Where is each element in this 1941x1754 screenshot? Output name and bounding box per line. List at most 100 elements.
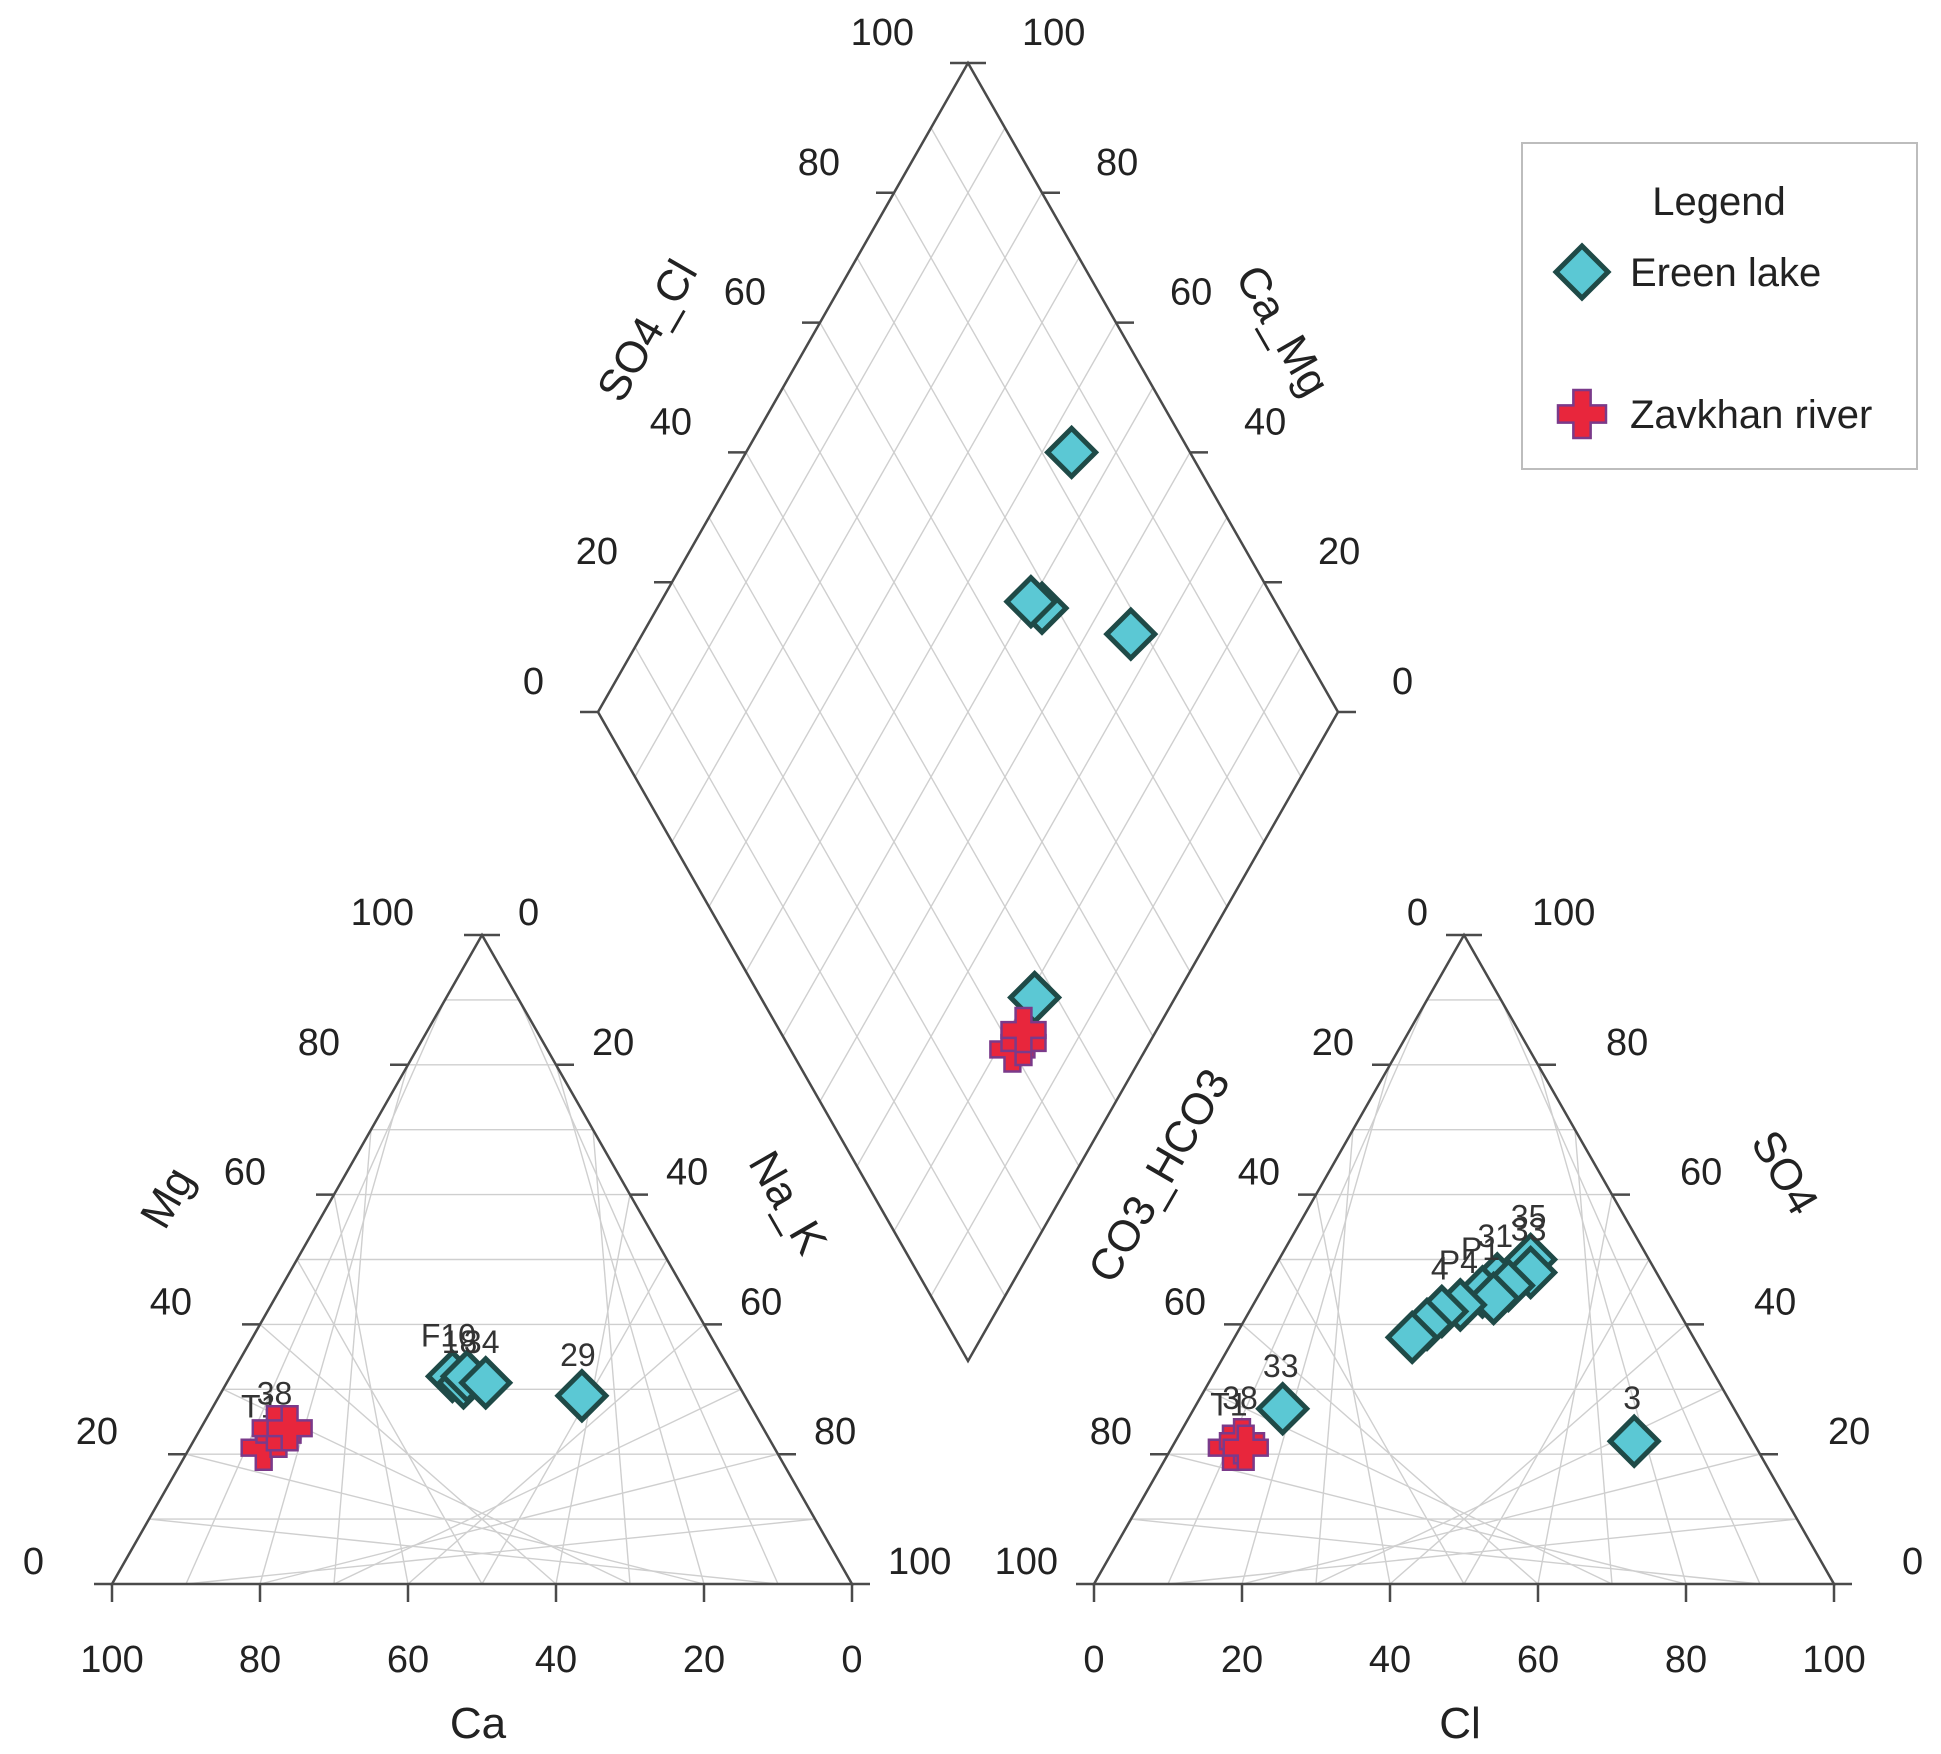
lake-anion-point-label: 4: [1431, 1250, 1449, 1286]
diamond-grid-camg: [930, 646, 1302, 1297]
anion-tick-label-co3: 100: [995, 1541, 1058, 1583]
diamond-tick-label-camg: 80: [1096, 142, 1138, 184]
lake-anion-point: [1255, 1381, 1311, 1437]
axis-title-so4: SO4: [1741, 1122, 1827, 1223]
diamond-tick-label-so4cl: 100: [851, 12, 914, 54]
lake-cation-point: [554, 1368, 610, 1424]
lake-diamond-point: [1003, 574, 1059, 630]
legend-title: Legend: [1652, 180, 1785, 224]
lake-cation-point: [458, 1355, 514, 1411]
diamond-tick-label-so4cl: 0: [523, 661, 544, 703]
lake-anion-point: [1606, 1413, 1662, 1469]
tick-layer: 1000080202060404040606020808001001000002…: [23, 12, 1923, 1681]
anion-grid-l: [1463, 1259, 1650, 1585]
anion-tick-label-so4: 20: [1828, 1411, 1870, 1453]
cation-tick-label-nak: 80: [814, 1411, 856, 1453]
lake-anion-point-label: 31: [1478, 1218, 1514, 1254]
cation-tick-label-mg: 60: [224, 1152, 266, 1194]
anion-grid-l: [1537, 1194, 1613, 1585]
cation-grid-l: [592, 1129, 631, 1585]
lake-anion-point-label: 3: [1623, 1380, 1641, 1416]
axis-title-ca: Ca: [450, 1699, 507, 1748]
cation-tick-label-nak: 100: [888, 1541, 951, 1583]
anion-grid-l: [1574, 1129, 1613, 1585]
lake-cation-point-label: 34: [464, 1324, 500, 1360]
grid-layer: [148, 127, 1798, 1585]
legend-river-label: Zavkhan river: [1630, 393, 1872, 437]
cation-frame: [109, 932, 855, 1586]
lake-diamond-point: [1103, 606, 1159, 662]
cation-tick-label-nak: 0: [518, 892, 539, 934]
river-anion-point-label: T1: [1210, 1387, 1247, 1423]
river-diamond-point-shape: [1000, 1006, 1047, 1054]
axis-title-cl: Cl: [1439, 1699, 1481, 1748]
cation-grid-l: [481, 1259, 668, 1585]
axis-titles: Mg Na_K Ca CO3_HCO3 SO4 Cl SO4_Cl Ca_Mg: [131, 252, 1828, 1748]
diamond-tick-label-so4cl: 20: [576, 531, 618, 573]
diamond-grid-camg: [893, 581, 1265, 1232]
axis-title-mg: Mg: [131, 1159, 204, 1236]
cation-tick-label-mg: 40: [150, 1281, 192, 1323]
anion-tick-label-so4: 100: [1532, 892, 1595, 934]
anion-tick-label-co3: 80: [1090, 1411, 1132, 1453]
anion-tick-label-cl: 60: [1517, 1639, 1559, 1681]
diamond-grid-camg: [782, 387, 1154, 1037]
lake-anion-point-label: P4: [1439, 1244, 1478, 1280]
river-anion-point-shape: [1222, 1424, 1269, 1471]
cation-tick-label-ca: 0: [841, 1639, 862, 1681]
river-cation-point: [266, 1404, 313, 1452]
river-cation-point-shape: [266, 1404, 313, 1452]
cation-grid-r: [148, 1518, 779, 1585]
anion-tick-label-cl: 0: [1083, 1639, 1104, 1681]
cation-tick-label-ca: 20: [683, 1639, 725, 1681]
cation-tick-label-ca: 40: [535, 1639, 577, 1681]
anion-tick-label-co3: 40: [1238, 1152, 1280, 1194]
diamond-tick-label-camg: 0: [1392, 661, 1413, 703]
lake-cation-point-label: F10: [421, 1317, 476, 1353]
cation-tick-label-mg: 100: [351, 892, 414, 934]
axis-title-co3-hco3: CO3_HCO3: [1079, 1061, 1240, 1291]
cation-tick-label-nak: 20: [592, 1022, 634, 1064]
axis-title-so4-cl: SO4_Cl: [588, 252, 707, 410]
axis-title-ca-mg: Ca_Mg: [1226, 257, 1339, 404]
cation-grid-r: [296, 1259, 483, 1585]
diamond-grid-so4cl: [819, 322, 1191, 972]
river-anion-point: [1222, 1424, 1269, 1471]
anion-tick-label-cl: 40: [1369, 1639, 1411, 1681]
anion-tick-label-so4: 40: [1754, 1281, 1796, 1323]
diamond-tick-label-so4cl: 60: [724, 272, 766, 314]
anion-grid-r: [1167, 1453, 1687, 1585]
legend: Legend Ereen lake Zavkhan river: [1521, 142, 1918, 470]
river-diamond-point: [1000, 1006, 1047, 1054]
cation-grid-l: [555, 1064, 705, 1585]
anion-tick-label-co3: 0: [1407, 892, 1428, 934]
diamond-tick-label-so4cl: 80: [798, 142, 840, 184]
anion-tick-label-cl: 100: [1802, 1639, 1865, 1681]
frame-layer: [109, 60, 1837, 1586]
diamond-tick-label-camg: 20: [1318, 531, 1360, 573]
anion-frame: [1091, 932, 1837, 1586]
lake-anion-point-label: 33: [1263, 1348, 1299, 1384]
axis-title-na-k: Na_K: [739, 1143, 836, 1263]
cation-tick-label-ca: 100: [80, 1639, 143, 1681]
anion-grid-r: [1278, 1259, 1465, 1585]
diamond-grid-camg: [819, 452, 1191, 1102]
cation-tick-label-mg: 20: [76, 1411, 118, 1453]
cation-tick-label-ca: 80: [239, 1639, 281, 1681]
anion-grid-l: [1537, 1064, 1687, 1585]
anion-tick-label-so4: 0: [1902, 1541, 1923, 1583]
anion-grid-r: [1241, 1323, 1539, 1585]
diamond-tick-label-so4cl: 40: [650, 401, 692, 443]
lake-anion-point-label: 33: [1511, 1211, 1547, 1247]
diamond-grid-camg: [856, 516, 1228, 1167]
river-anion-point-label: 38: [1222, 1380, 1258, 1416]
cation-tick-label-mg: 0: [23, 1541, 44, 1583]
lake-diamond-point: [1044, 424, 1100, 480]
anion-tick-label-co3: 20: [1312, 1022, 1354, 1064]
anion-tick-label-co3: 60: [1164, 1281, 1206, 1323]
lake-anion-point: [1384, 1309, 1440, 1365]
legend-lake-label: Ereen lake: [1630, 251, 1821, 295]
cation-tick-label-nak: 40: [666, 1152, 708, 1194]
